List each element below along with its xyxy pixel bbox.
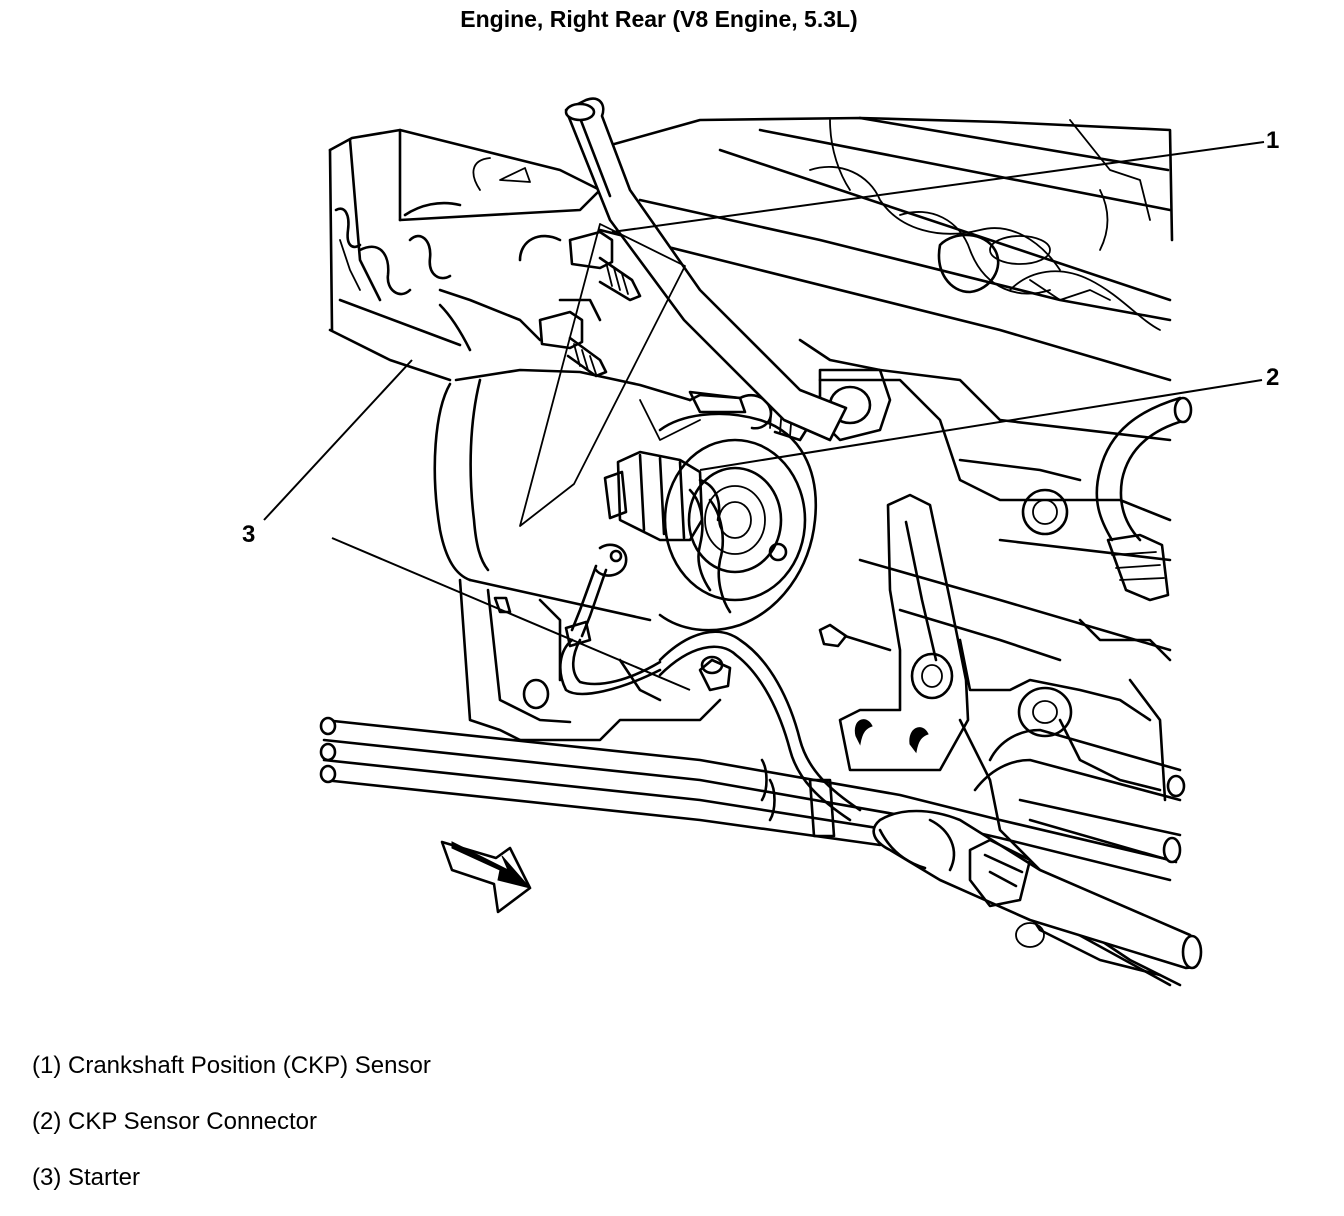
wire-harness [559, 543, 862, 822]
bracket [838, 493, 970, 772]
front-direction-arrow-icon [440, 840, 532, 914]
diagram-title: Engine, Right Rear (V8 Engine, 5.3L) [460, 6, 858, 32]
leader-line-extra [331, 537, 691, 691]
fuel-line [1095, 396, 1193, 602]
callout-number-3: 3 [242, 521, 256, 548]
detail-outline [519, 223, 686, 527]
lower-tubes [319, 716, 1203, 970]
engine-block [598, 116, 1182, 987]
legend: (1) Crankshaft Position (CKP) Sensor (2)… [32, 1048, 431, 1216]
leader-line-2 [699, 379, 1263, 471]
ckp-sensor-connector [603, 450, 732, 614]
starter-solenoid [328, 128, 642, 382]
dipstick-tube [564, 97, 848, 442]
callout-number-2: 2 [1266, 364, 1280, 391]
leader-line-1 [611, 141, 1265, 233]
leader-line-3 [263, 359, 413, 521]
legend-item-ckp-sensor: (1) Crankshaft Position (CKP) Sensor [32, 1052, 431, 1079]
callout-number-1: 1 [1266, 127, 1280, 154]
legend-item-starter: (3) Starter [32, 1164, 141, 1191]
legend-item-ckp-connector: (2) CKP Sensor Connector [32, 1108, 318, 1135]
callout-leaders [263, 141, 1265, 691]
